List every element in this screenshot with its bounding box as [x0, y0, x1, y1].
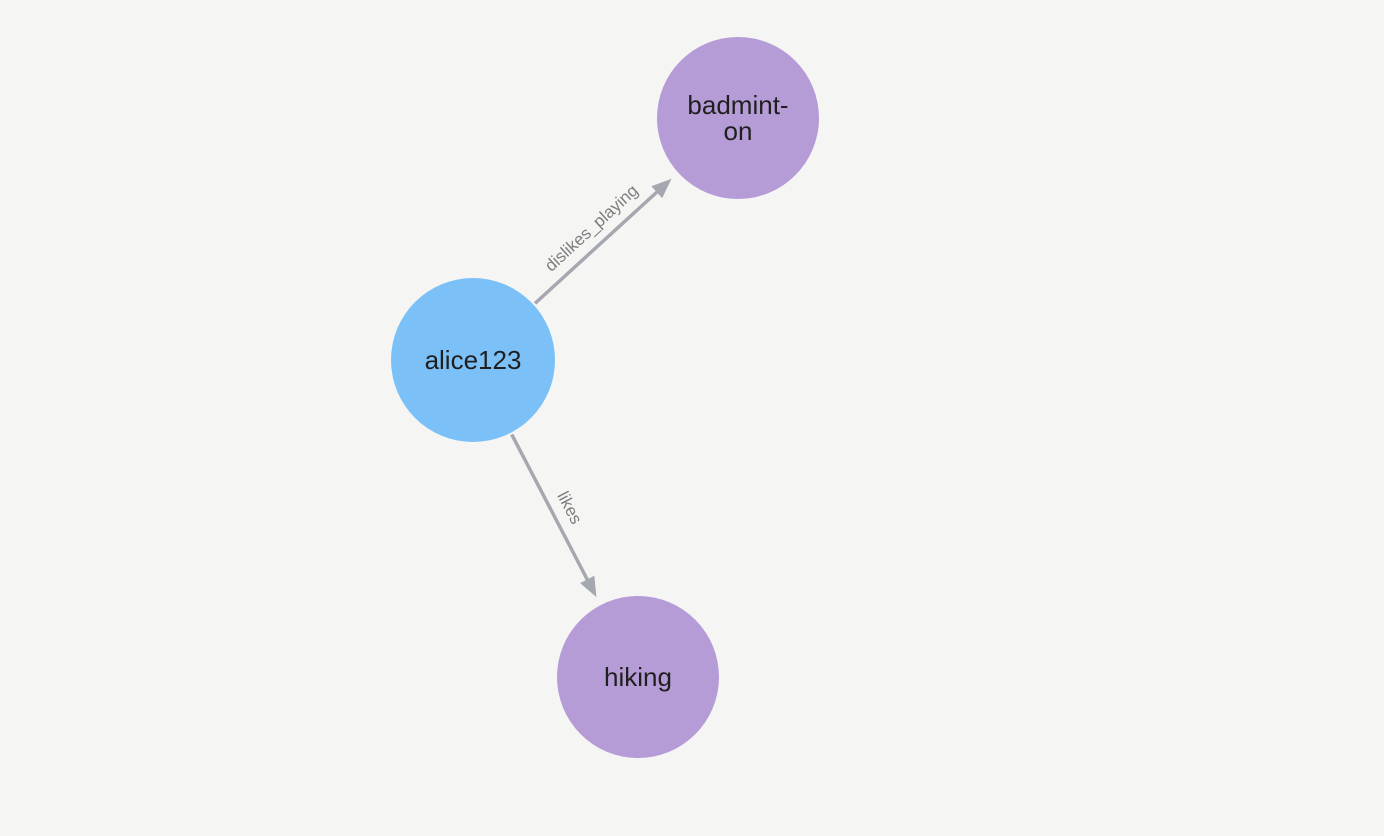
node-alice123[interactable]: alice123 — [391, 278, 555, 442]
node-circle[interactable] — [557, 596, 719, 758]
node-label: badmint-on — [687, 90, 788, 146]
node-label: hiking — [604, 662, 672, 692]
node-hiking[interactable]: hiking — [557, 596, 719, 758]
edge-line[interactable] — [510, 433, 592, 586]
edge-label: dislikes_playing — [541, 181, 642, 275]
node-label: alice123 — [425, 345, 522, 375]
edge-line[interactable] — [533, 186, 663, 305]
edge-alice123-hiking[interactable]: likes — [510, 433, 597, 598]
edge-arrowhead-icon — [580, 575, 597, 598]
edge-alice123-badminton[interactable]: dislikes_playing — [533, 178, 672, 305]
node-circle[interactable] — [657, 37, 819, 199]
edge-arrowhead-icon — [651, 178, 672, 199]
node-badminton[interactable]: badmint-on — [657, 37, 819, 199]
node-circle[interactable] — [391, 278, 555, 442]
